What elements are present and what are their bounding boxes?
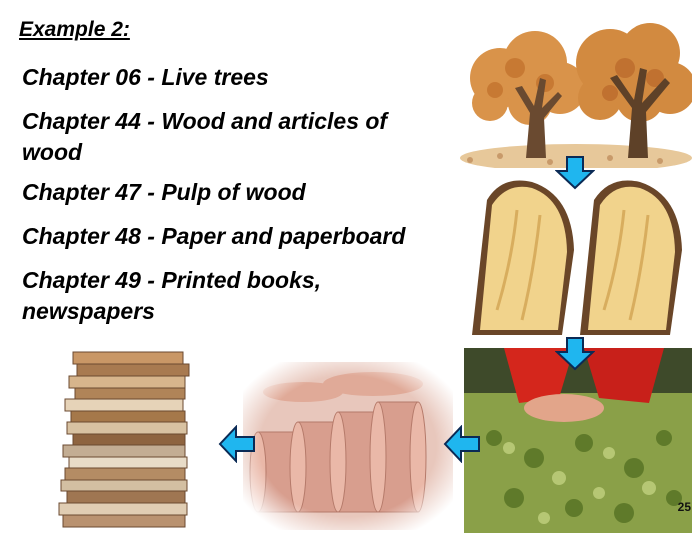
- logs-image: [462, 170, 690, 340]
- arrow-left-icon-1: [443, 425, 480, 463]
- arrow-down-icon-1: [555, 156, 595, 190]
- chapter-47-item: Chapter 47 - Pulp of wood: [22, 179, 306, 205]
- arrow-down-icon-2: [555, 337, 595, 371]
- pulp-image: [464, 348, 692, 533]
- chapter-49-item: Chapter 49 - Printed books, newspapers: [22, 267, 322, 324]
- chapter-06-item: Chapter 06 - Live trees: [22, 64, 269, 90]
- paper-rolls-image: [243, 362, 453, 530]
- chapter-list: Chapter 06 - Live trees Chapter 44 - Woo…: [22, 62, 472, 340]
- page-number: 25: [677, 500, 691, 514]
- example-heading: Example 2:: [19, 18, 130, 41]
- chapter-44-item: Chapter 44 - Wood and articles of wood: [22, 108, 388, 165]
- trees-image: [460, 8, 692, 168]
- chapter-48-item: Chapter 48 - Paper and paperboard: [22, 223, 406, 249]
- arrow-left-icon-2: [218, 425, 255, 463]
- books-image: [55, 350, 205, 530]
